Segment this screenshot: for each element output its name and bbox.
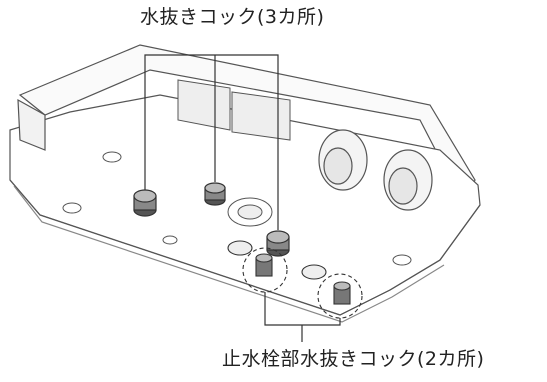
- recessed-pockets: [177, 79, 291, 141]
- drain-cock-callout: 水抜きコック(3カ所): [140, 6, 325, 28]
- drain-cock-2: [204, 182, 226, 206]
- stop-valve-drain-cock-callout: 止水栓部水抜きコック(2カ所): [222, 348, 485, 370]
- stop-valve-drain-cock-2: [301, 264, 363, 319]
- top-leader-lines: [144, 54, 279, 230]
- mounting-holes: [62, 151, 412, 266]
- drain-cock-3: [266, 230, 290, 257]
- stop-valve-drain-cock-1: [227, 240, 288, 293]
- drain-cock-1: [133, 189, 157, 217]
- bottom-leader-lines: [264, 292, 341, 342]
- round-fittings: [318, 129, 433, 211]
